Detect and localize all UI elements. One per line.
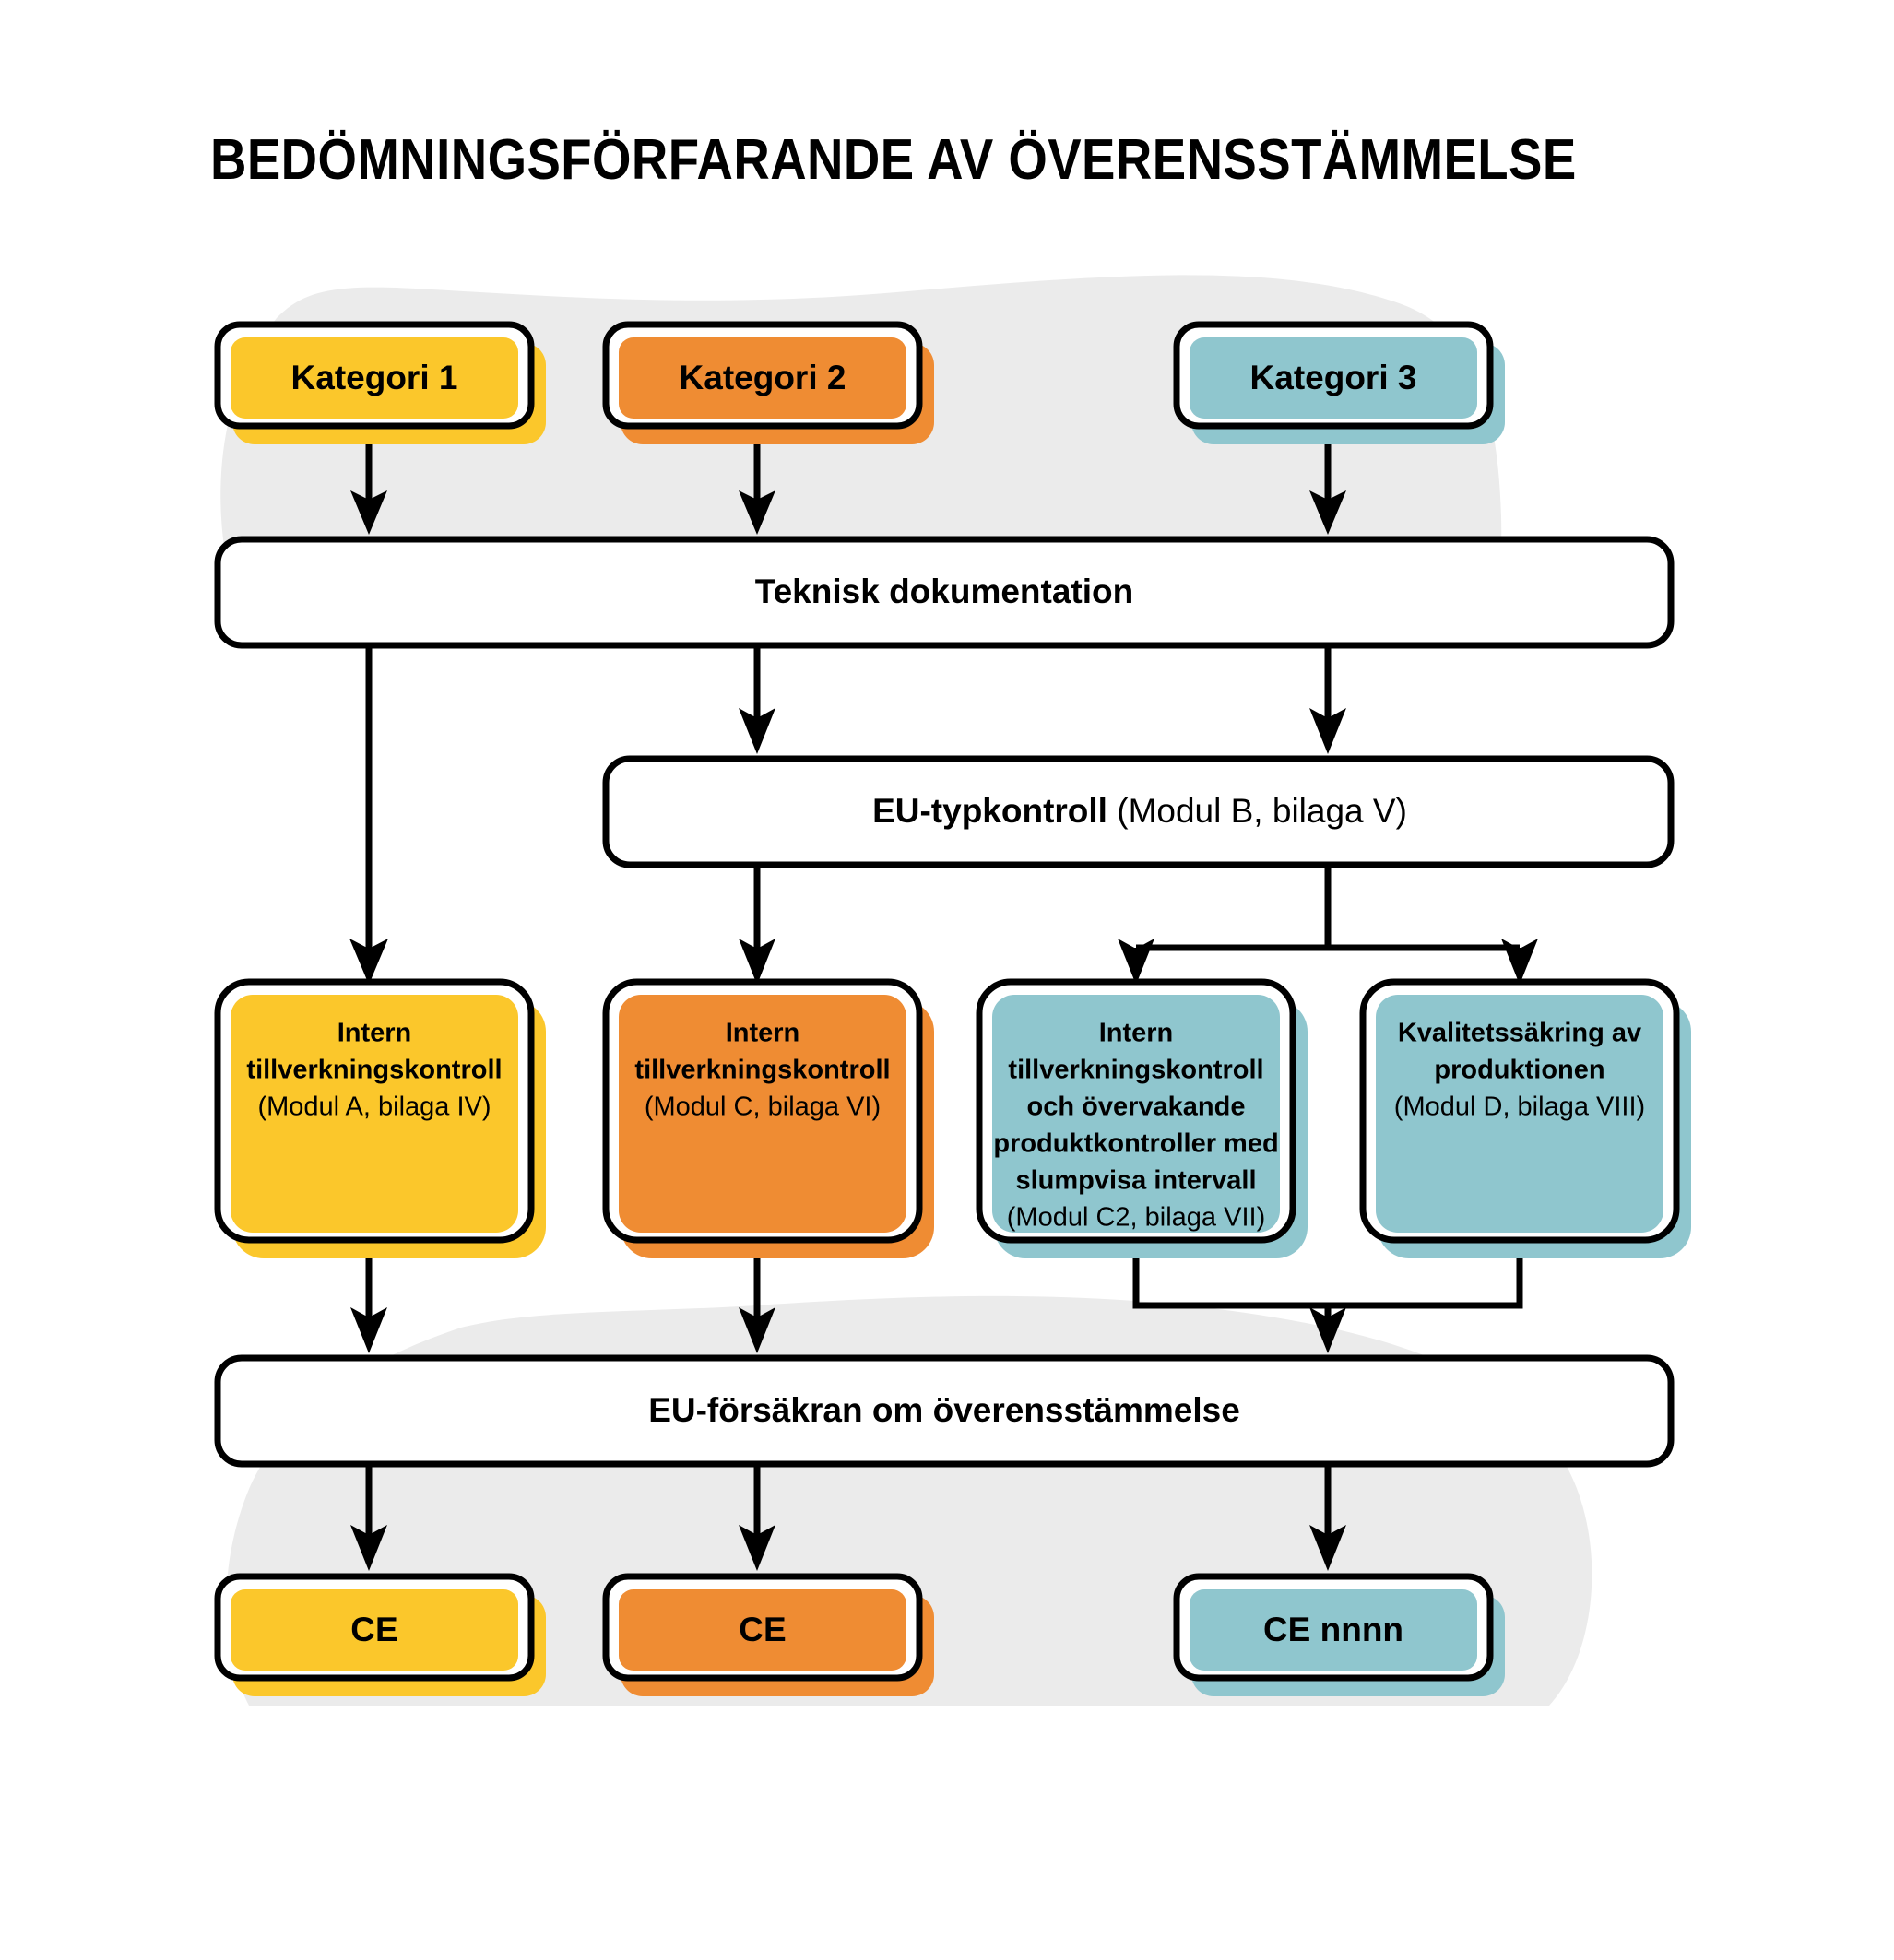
node-modul-c2-line1: Intern xyxy=(1099,1019,1174,1048)
connector-eutyp-split-to-blue xyxy=(1118,865,1538,985)
node-modul-d[interactable]: Kvalitetssäkring av produktionen (Modul … xyxy=(1359,978,1691,1258)
connector-forsakran-to-ce2 xyxy=(739,1464,775,1571)
node-ce-3-label: CE nnnn xyxy=(1263,1611,1403,1648)
node-kategori-3[interactable]: Kategori 3 xyxy=(1173,321,1505,444)
node-modul-c-line2: tillverkningskontroll xyxy=(634,1056,890,1085)
node-kategori-2-label: Kategori 2 xyxy=(680,359,846,396)
node-ce-2[interactable]: CE xyxy=(602,1573,934,1696)
node-modul-c2[interactable]: Intern tillverkningskontroll och övervak… xyxy=(976,978,1308,1258)
connector-blue-merge-to-forsakran xyxy=(1132,1245,1523,1353)
node-ce-1[interactable]: CE xyxy=(214,1573,546,1696)
connector-kategori1-to-teknisk xyxy=(350,433,387,535)
node-ce-1-label: CE xyxy=(350,1611,397,1648)
node-ce-2-label: CE xyxy=(739,1611,786,1648)
connector-kategori3-to-teknisk xyxy=(1309,433,1346,535)
node-kategori-3-label: Kategori 3 xyxy=(1250,359,1417,396)
node-eu-typkontroll-label-bold: EU-typkontroll xyxy=(872,792,1107,830)
node-ce-3[interactable]: CE nnnn xyxy=(1173,1573,1505,1696)
node-eu-typkontroll-label: EU-typkontroll (Modul B, bilaga V) xyxy=(872,792,1407,830)
node-eu-typkontroll-label-reg: (Modul B, bilaga V) xyxy=(1107,792,1407,830)
connector-teknisk-to-eutyp xyxy=(739,645,775,754)
node-kategori-1-label: Kategori 1 xyxy=(291,359,458,396)
node-eu-typkontroll[interactable]: EU-typkontroll (Modul B, bilaga V) xyxy=(602,755,1675,868)
node-modul-d-line3: (Modul D, bilaga VIII) xyxy=(1394,1092,1645,1122)
node-teknisk-dokumentation-label: Teknisk dokumentation xyxy=(755,573,1134,610)
node-modul-c2-line5: slumpvisa intervall xyxy=(1015,1166,1256,1196)
connector-forsakran-to-ce3 xyxy=(1309,1464,1346,1571)
connector-modula-to-forsakran xyxy=(350,1245,387,1353)
node-modul-c2-line4: produktkontroller med xyxy=(993,1129,1278,1159)
node-modul-a-line2: tillverkningskontroll xyxy=(246,1056,502,1085)
node-modul-c-line3: (Modul C, bilaga VI) xyxy=(645,1092,881,1122)
node-modul-c[interactable]: Intern tillverkningskontroll (Modul C, b… xyxy=(602,978,934,1258)
node-eu-forsakran[interactable]: EU-försäkran om överensstämmelse xyxy=(214,1354,1675,1468)
node-modul-a-line3: (Modul A, bilaga IV) xyxy=(257,1092,491,1122)
node-teknisk-dokumentation[interactable]: Teknisk dokumentation xyxy=(214,536,1675,649)
connector-forsakran-to-ce1 xyxy=(350,1464,387,1571)
node-eu-forsakran-label: EU-försäkran om överensstämmelse xyxy=(648,1391,1240,1429)
node-kategori-1[interactable]: Kategori 1 xyxy=(214,321,546,444)
connector-teknisk-to-modula xyxy=(349,645,388,985)
node-modul-c-line1: Intern xyxy=(726,1019,800,1048)
node-modul-a-line1: Intern xyxy=(337,1019,412,1048)
node-modul-d-line2: produktionen xyxy=(1434,1056,1604,1085)
page-title: BEDÖMNINGSFÖRFARANDE AV ÖVERENSSTÄMMELSE xyxy=(210,128,1577,192)
node-modul-d-line1: Kvalitetssäkring av xyxy=(1398,1019,1641,1048)
connector-eutyp-to-modulc xyxy=(739,865,775,985)
connector-kategori2-to-teknisk xyxy=(739,433,775,535)
connector-teknisk-to-eutyp-right xyxy=(1309,645,1346,754)
node-modul-c2-line3: och övervakande xyxy=(1027,1092,1246,1122)
node-modul-c2-line6: (Modul C2, bilaga VII) xyxy=(1007,1203,1265,1233)
node-modul-c2-line2: tillverkningskontroll xyxy=(1008,1056,1263,1085)
node-modul-a[interactable]: Intern tillverkningskontroll (Modul A, b… xyxy=(214,978,546,1258)
node-kategori-2[interactable]: Kategori 2 xyxy=(602,321,934,444)
